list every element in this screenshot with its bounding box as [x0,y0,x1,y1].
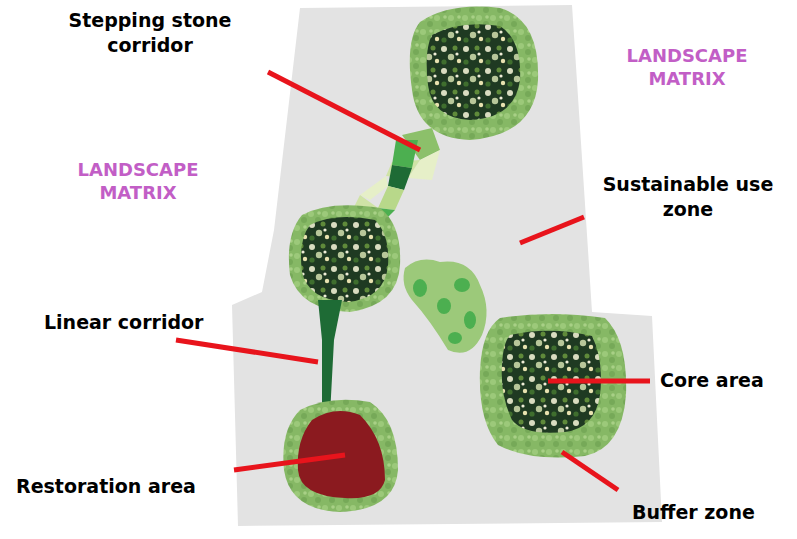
region-label: LANDSCAPE MATRIX [612,44,762,91]
region-label: LANDSCAPE MATRIX [63,158,213,205]
core-area-top [427,24,521,120]
leader-line [520,217,584,243]
callout-label: Core area [660,368,764,393]
landscape-ground [232,5,662,526]
buffer-zone-top [410,7,538,140]
leader-lines [176,72,650,490]
leader-line [562,452,618,490]
buffer-zone-middle [289,205,400,312]
callout-label: Stepping stone corridor [35,8,265,57]
stepping-path-right [404,260,487,353]
buffer-zone-right [480,314,626,458]
callout-label: Sustainable use zone [588,172,788,221]
leader-line [548,379,650,384]
callout-label: Linear corridor [44,310,203,335]
leader-line [176,340,318,362]
core-area-middle [301,217,388,302]
callout-label: Restoration area [16,474,196,499]
callout-label: Buffer zone [632,500,755,525]
linear-corridor [318,300,342,415]
leader-line [268,72,420,150]
leader-line [234,455,345,470]
